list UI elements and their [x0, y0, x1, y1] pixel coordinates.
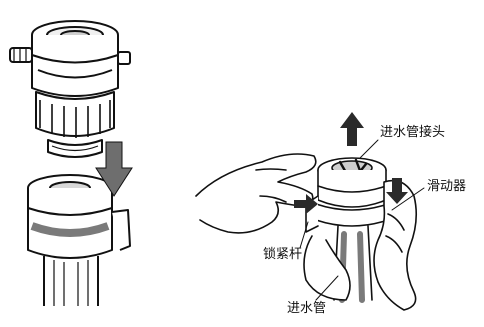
left-hand	[195, 153, 317, 234]
adapter-bottom-pipe	[43, 256, 99, 306]
right-hand	[373, 179, 418, 311]
side-screw-right	[117, 51, 131, 65]
up-arrow-icon	[340, 112, 364, 146]
lower-hand	[303, 235, 351, 301]
leader-inlet-pipe	[315, 275, 339, 301]
leader-slider	[391, 187, 425, 211]
threaded-collar	[35, 91, 115, 137]
adapter-upper-body	[31, 35, 119, 97]
leader-lock-lever	[299, 221, 309, 249]
label-inlet-connector: 进水管接头	[379, 125, 447, 140]
side-screw-left	[9, 47, 33, 63]
lock-lever-arrow-icon	[294, 194, 318, 214]
faucet-adapter-illustration	[9, 20, 131, 306]
down-arrow-icon	[95, 141, 133, 197]
housing-tab	[111, 209, 131, 251]
housing-body	[27, 188, 113, 259]
leader-inlet-connector	[359, 139, 379, 159]
label-inlet-pipe: 进水管	[286, 301, 328, 316]
label-slider: 滑动器	[426, 179, 468, 194]
hands-installing-inlet-hose-illustration	[195, 139, 425, 311]
label-lock-lever: 锁紧杆	[262, 247, 304, 262]
seal-ring	[47, 139, 103, 158]
slider-down-arrow-icon	[386, 178, 408, 204]
